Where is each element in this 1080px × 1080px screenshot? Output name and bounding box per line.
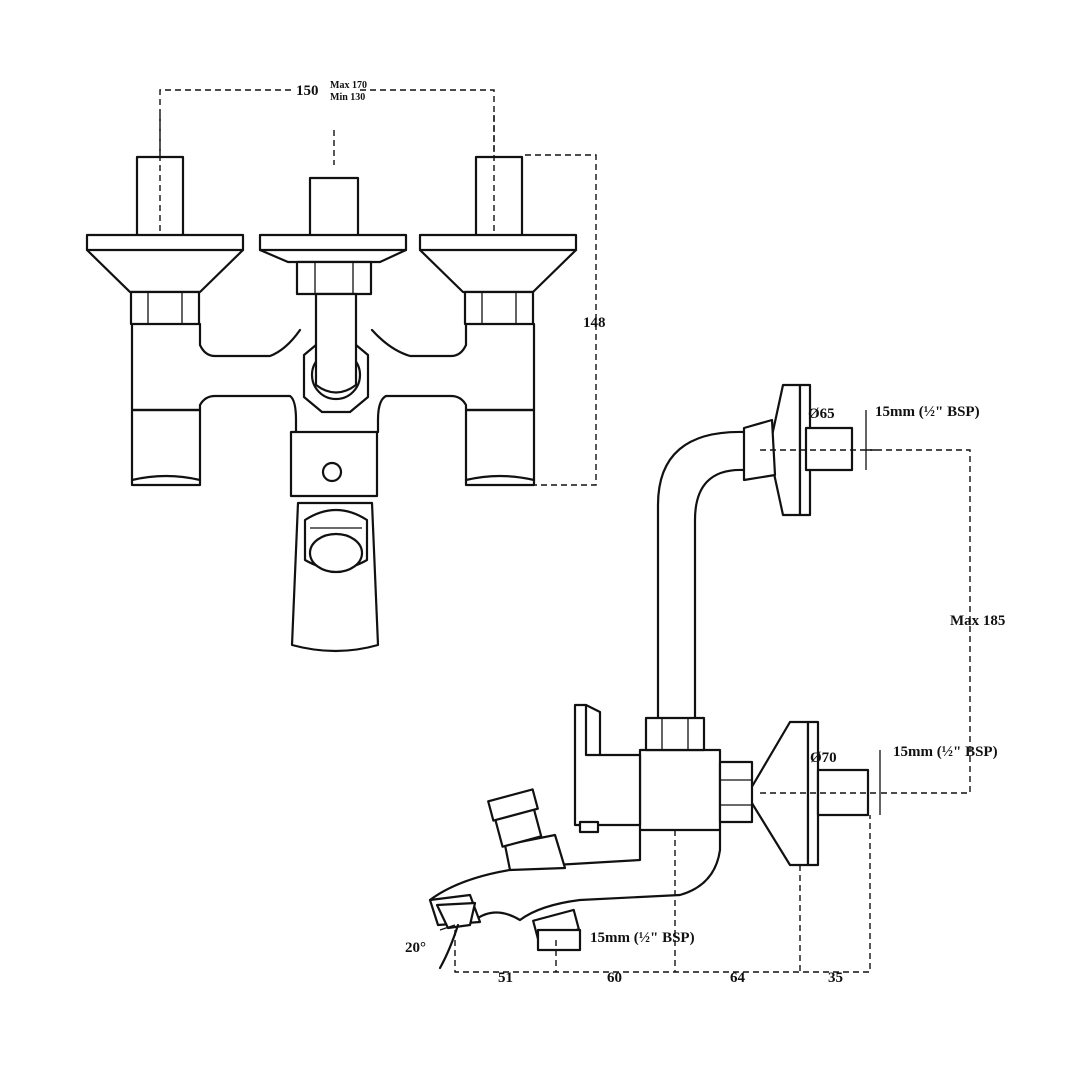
- lower-wall-flange: Ø70 15mm (½" BSP): [748, 720, 998, 867]
- side-view: Ø65 15mm (½" BSP) Max 185 Ø70 15mm (½" B…: [405, 383, 1005, 986]
- centres-max-label: Max 170: [330, 80, 367, 91]
- height-label: 148: [583, 315, 606, 331]
- upper-thread-label: 15mm (½" BSP): [875, 404, 980, 420]
- height-dimension: 148: [525, 154, 606, 486]
- dim-3-label: 64: [730, 970, 746, 986]
- upper-wall-flange: Ø65 15mm (½" BSP): [742, 383, 980, 517]
- centres-min-label: Min 130: [330, 92, 365, 103]
- dim-4-label: 35: [828, 970, 843, 986]
- lower-thread-label: 15mm (½" BSP): [893, 744, 998, 760]
- upper-flange-dia-label: Ø65: [808, 406, 835, 422]
- horizontal-dimensions: 51 60 64 35: [454, 815, 871, 986]
- shower-outlet: [487, 788, 567, 872]
- dim-2-label: 60: [607, 970, 622, 986]
- centre-riser: [258, 130, 408, 394]
- vertical-dim-label: Max 185: [950, 613, 1005, 629]
- lower-outlet: 15mm (½" BSP) 20°: [405, 908, 695, 956]
- centres-dimension: 150 Max 170 Min 130: [159, 80, 495, 155]
- centres-nominal-label: 150: [296, 83, 319, 99]
- left-inlet-leg: [85, 115, 245, 487]
- vertical-dimension: Max 185: [866, 449, 1005, 794]
- dim-1-label: 51: [498, 970, 513, 986]
- side-mixer-body: [573, 703, 754, 834]
- front-view: 150 Max 170 Min 130 148: [85, 80, 606, 653]
- right-inlet-leg: [418, 115, 578, 487]
- spout-assembly: [289, 430, 380, 653]
- riser-pipe: [656, 430, 746, 727]
- outlet-thread-label: 15mm (½" BSP): [590, 930, 695, 946]
- lower-flange-dia-label: Ø70: [810, 750, 837, 766]
- spout-angle-label: 20°: [405, 940, 426, 956]
